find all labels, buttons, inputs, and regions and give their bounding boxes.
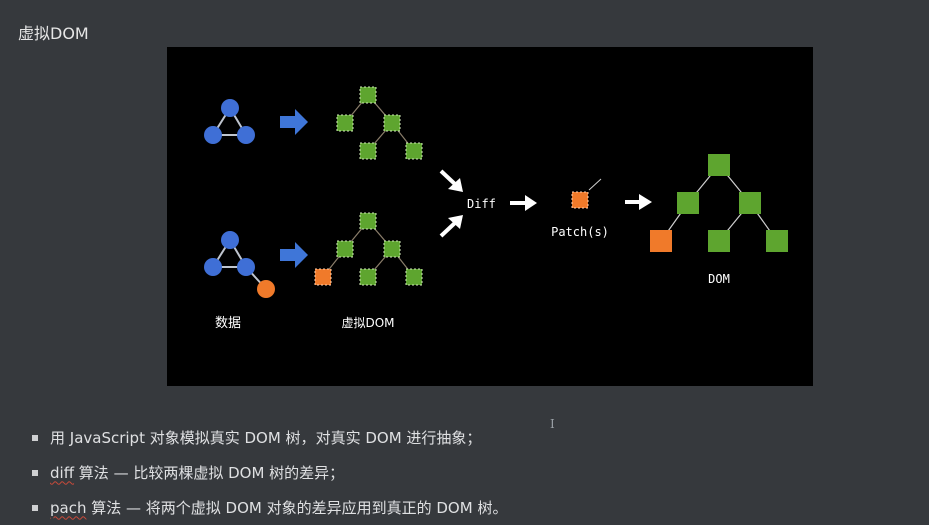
arrow-diag-up-icon [439, 215, 463, 238]
dom-node [708, 230, 730, 252]
bullet-marker [32, 469, 38, 476]
dom-node [708, 154, 730, 176]
bullet-keyword: pach [50, 498, 87, 517]
data-node [237, 258, 255, 276]
bullet-text: 用 JavaScript 对象模拟真实 DOM 树，对真实 DOM 进行抽象； [50, 429, 482, 447]
label-patch: Patch(s) [551, 225, 609, 239]
vdom-node [405, 268, 423, 286]
vdom-node [405, 142, 423, 160]
patch-node [571, 178, 602, 209]
label-dom: DOM [708, 272, 730, 286]
arrow-right-icon [625, 194, 652, 210]
bullet-marker [32, 504, 38, 511]
dom-node [766, 230, 788, 252]
vdom-node [359, 86, 377, 104]
bullet-list: 用 JavaScript 对象模拟真实 DOM 树，对真实 DOM 进行抽象； … [32, 420, 507, 525]
data-node-changed [257, 280, 275, 298]
bullet-keyword: diff [50, 463, 75, 482]
bullet-text: 算法 — 比较两棵虚拟 DOM 树的差异； [74, 464, 345, 482]
data-graph-top [204, 99, 255, 144]
page-title: 虚拟DOM [18, 24, 89, 43]
arrow-diag-down-icon [439, 169, 463, 192]
data-node [221, 99, 239, 117]
arrow-right-icon [280, 109, 308, 135]
label-vdom: 虚拟DOM [341, 316, 394, 330]
virtual-dom-diagram: 数据 虚拟DOM Diff Patch(s) [167, 47, 813, 386]
dom-node [677, 192, 699, 214]
data-node [204, 126, 222, 144]
label-data: 数据 [215, 316, 241, 331]
data-node [221, 231, 239, 249]
vdom-node-changed [314, 268, 332, 286]
bullet-item: diff 算法 — 比较两棵虚拟 DOM 树的差异； [32, 455, 507, 490]
vdom-node [359, 212, 377, 230]
dom-node-changed [650, 230, 672, 252]
arrow-right-icon [510, 195, 537, 211]
bullet-text: 算法 — 将两个虚拟 DOM 对象的差异应用到真正的 DOM 树。 [86, 499, 508, 517]
vdom-node [359, 142, 377, 160]
vdom-tree-bottom [314, 212, 423, 286]
bullet-marker [32, 434, 38, 441]
arrow-right-icon [280, 242, 308, 268]
dom-node [739, 192, 761, 214]
vdom-node [336, 240, 354, 258]
bullet-item: pach 算法 — 将两个虚拟 DOM 对象的差异应用到真正的 DOM 树。 [32, 490, 507, 525]
vdom-tree-top [336, 86, 423, 160]
dom-tree [650, 154, 788, 252]
vdom-node [383, 114, 401, 132]
text-cursor-icon: I [550, 417, 555, 431]
data-node [237, 126, 255, 144]
data-node [204, 258, 222, 276]
data-graph-bottom [204, 231, 275, 298]
vdom-node [383, 240, 401, 258]
label-diff: Diff [467, 197, 496, 211]
bullet-item: 用 JavaScript 对象模拟真实 DOM 树，对真实 DOM 进行抽象； [32, 420, 507, 455]
vdom-node [359, 268, 377, 286]
vdom-node [336, 114, 354, 132]
